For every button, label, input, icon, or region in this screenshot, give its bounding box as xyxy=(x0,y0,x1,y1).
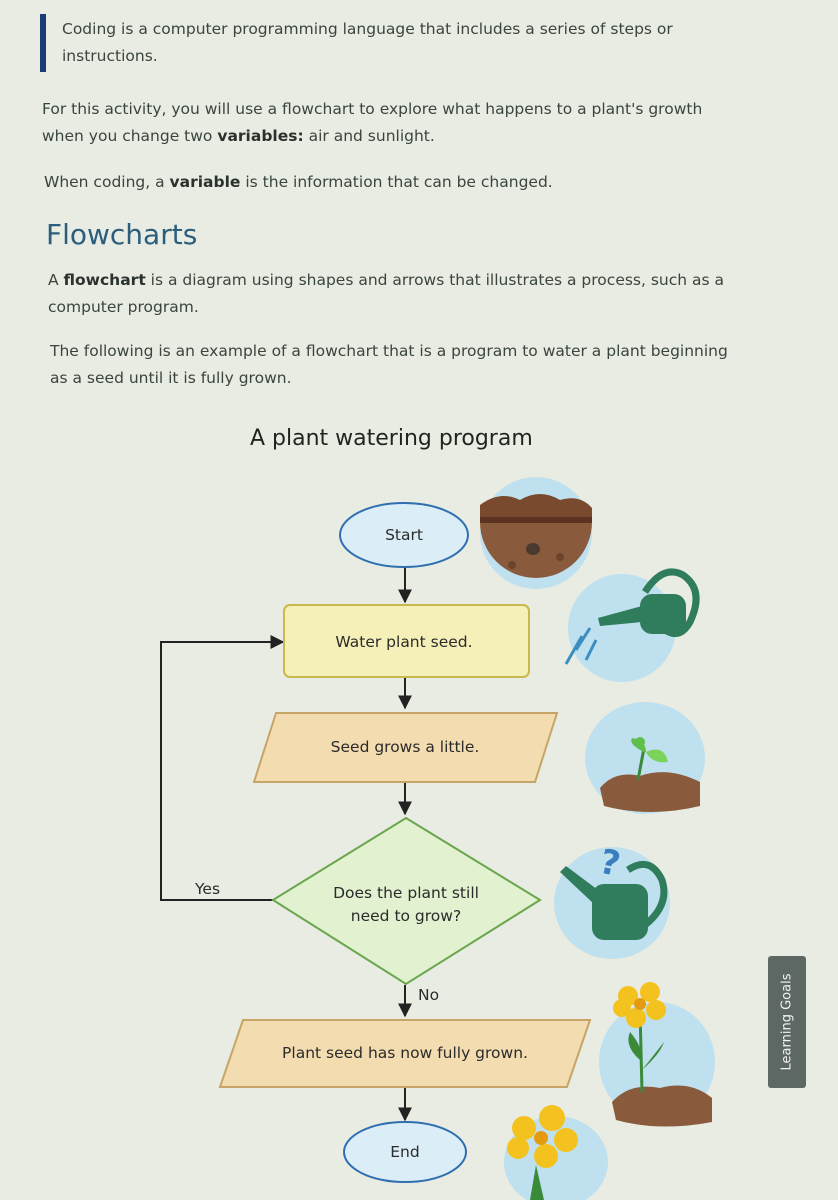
soil-seed-icon xyxy=(480,477,592,589)
start-label: Start xyxy=(385,526,423,544)
term-variables: variables: xyxy=(217,127,304,145)
arrow-decision-yes-loop xyxy=(160,635,285,901)
intro-p1-line-2: when you change two variables: air and s… xyxy=(42,127,435,145)
flowchart-definition: A flowchart is a diagram using shapes an… xyxy=(48,267,768,321)
grows-node: Seed grows a little. xyxy=(252,712,559,783)
flower-icon xyxy=(504,1105,608,1200)
decision-label-line-1: Does the plant still xyxy=(333,884,479,902)
grown-node: Plant seed has now fully grown. xyxy=(218,1019,592,1088)
callout-text: Coding is a computer programming languag… xyxy=(62,16,762,70)
callout-bar xyxy=(40,14,46,72)
watering-can-question-icon: ? xyxy=(554,842,670,959)
learning-goals-tab[interactable]: Learning Goals xyxy=(768,956,806,1088)
flowering-plant-icon xyxy=(599,982,715,1127)
term-flowchart: flowchart xyxy=(63,271,146,289)
example-intro: The following is an example of a flowcha… xyxy=(50,338,770,392)
example-line-1: The following is an example of a flowcha… xyxy=(50,342,728,360)
decision-node: Does the plant still need to grow? xyxy=(271,816,542,986)
definition-line-2: computer program. xyxy=(48,298,199,316)
sprout-icon xyxy=(585,702,705,814)
yes-label: Yes xyxy=(194,880,220,898)
grown-label: Plant seed has now fully grown. xyxy=(282,1044,528,1062)
water-node: Water plant seed. xyxy=(283,604,530,678)
term-variable: variable xyxy=(169,173,241,191)
example-line-2: as a seed until it is fully grown. xyxy=(50,369,292,387)
callout-line-2: instructions. xyxy=(62,47,158,65)
learning-goals-label: Learning Goals xyxy=(779,973,795,1071)
watering-can-icon xyxy=(564,568,700,682)
start-node: Start xyxy=(339,502,469,568)
flow-arrows xyxy=(160,567,412,1122)
intro-paragraph-1: For this activity, you will use a flowch… xyxy=(42,96,762,150)
callout-line-1: Coding is a computer programming languag… xyxy=(62,20,673,38)
definition-line-1: A flowchart is a diagram using shapes an… xyxy=(48,271,725,289)
figure-title: A plant watering program xyxy=(250,426,533,451)
no-label: No xyxy=(418,986,439,1004)
intro-paragraph-2: When coding, a variable is the informati… xyxy=(44,173,553,191)
end-label: End xyxy=(390,1143,419,1161)
decision-label-line-2: need to grow? xyxy=(351,907,461,925)
grows-label: Seed grows a little. xyxy=(331,738,480,756)
intro-p1-line-1: For this activity, you will use a flowch… xyxy=(42,100,703,118)
section-heading: Flowcharts xyxy=(46,218,198,251)
water-label: Water plant seed. xyxy=(335,633,472,651)
end-node: End xyxy=(343,1121,467,1183)
